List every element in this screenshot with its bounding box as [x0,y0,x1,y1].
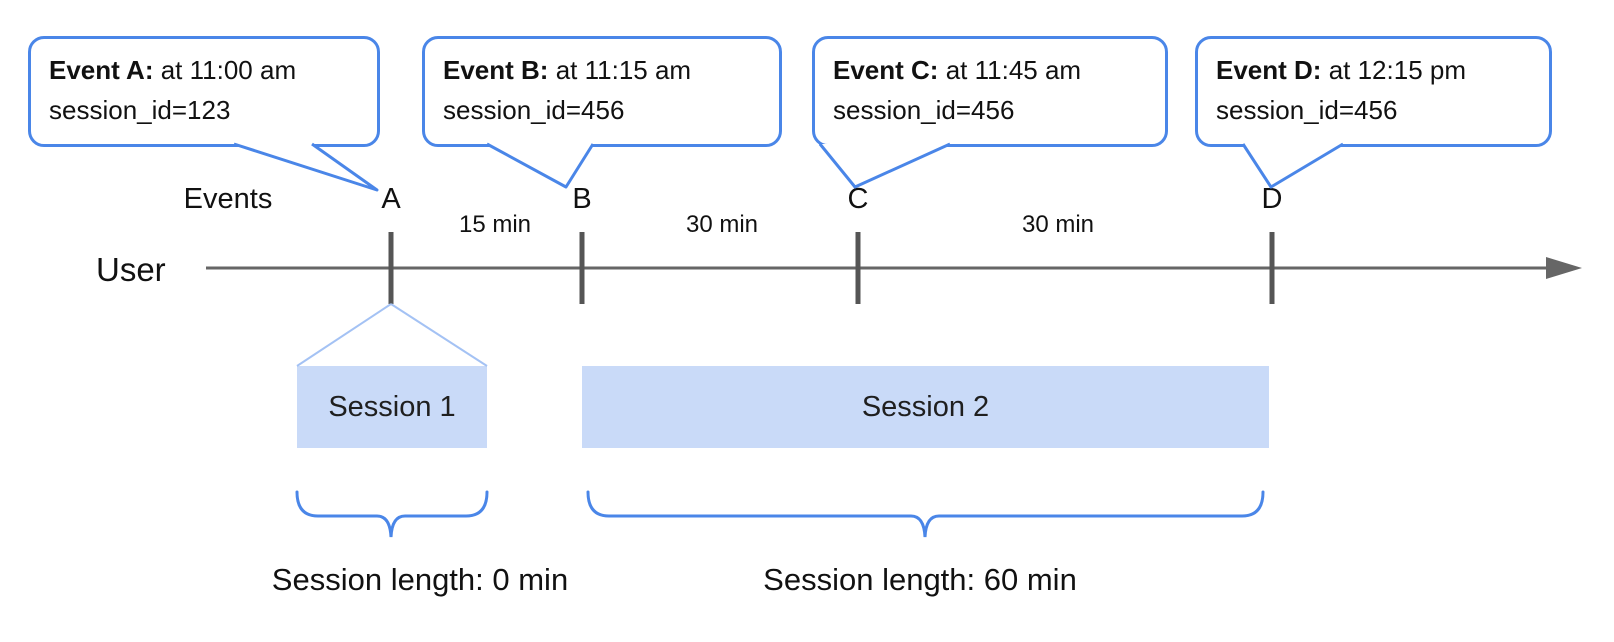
callout-event-d-session-id: session_id=456 [1216,95,1398,125]
callout-event-a-time: at 11:00 am [153,55,297,85]
callout-event-b-time: at 11:15 am [548,55,692,85]
callout-event-d-title: Event D: [1216,55,1322,85]
callout-event-c-line1: Event C: at 11:45 am [833,50,1147,90]
user-timeline-label: User [96,251,166,288]
callout-event-b-session-id: session_id=456 [443,95,625,125]
callout-event-c: Event C: at 11:45 am session_id=456 [812,36,1168,147]
callout-event-d: Event D: at 12:15 pm session_id=456 [1195,36,1552,147]
event-marker-label-d: D [1261,183,1283,215]
callout-event-b-title: Event B: [443,55,549,85]
callout-event-c-session-id: session_id=456 [833,95,1015,125]
events-row-label: Events [183,183,273,215]
callout-event-a: Event A: at 11:00 am session_id=123 [28,36,380,147]
callout-event-c-time: at 11:45 am [938,55,1082,85]
callout-event-d-time: at 12:15 pm [1321,55,1467,85]
timeline-arrowhead [1546,257,1582,279]
event-marker-label-c: C [847,183,869,215]
callout-event-b-tail [486,142,595,189]
callout-event-c-tail [818,142,951,189]
session-1-length-label: Session length: 0 min [271,562,569,597]
callout-event-b-line1: Event B: at 11:15 am [443,50,761,90]
callout-event-a-title: Event A: [49,55,154,85]
session-1-funnel-left-line [296,303,392,367]
callout-event-a-session-id: session_id=123 [49,95,231,125]
session-2-length-label: Session length: 60 min [763,562,1077,597]
interval-label-a-b: 15 min [458,211,532,238]
event-marker-label-a: A [381,183,401,215]
session-1-funnel-right-line [390,303,488,367]
callout-event-d-line1: Event D: at 12:15 pm [1216,50,1531,90]
interval-label-b-c: 30 min [685,211,759,238]
session-1-brace [295,490,489,538]
callout-event-a-line1: Event A: at 11:00 am [49,50,359,90]
callout-event-c-title: Event C: [833,55,939,85]
session-2-box: Session 2 [582,366,1269,448]
event-marker-label-b: B [572,183,592,215]
session-1-label: Session 1 [328,390,456,423]
interval-label-c-d: 30 min [1021,211,1095,238]
callout-event-d-tail [1241,142,1344,189]
callout-event-b: Event B: at 11:15 am session_id=456 [422,36,782,147]
session-2-brace [586,490,1265,538]
session-1-box: Session 1 [297,366,487,448]
session-2-label: Session 2 [861,390,990,423]
